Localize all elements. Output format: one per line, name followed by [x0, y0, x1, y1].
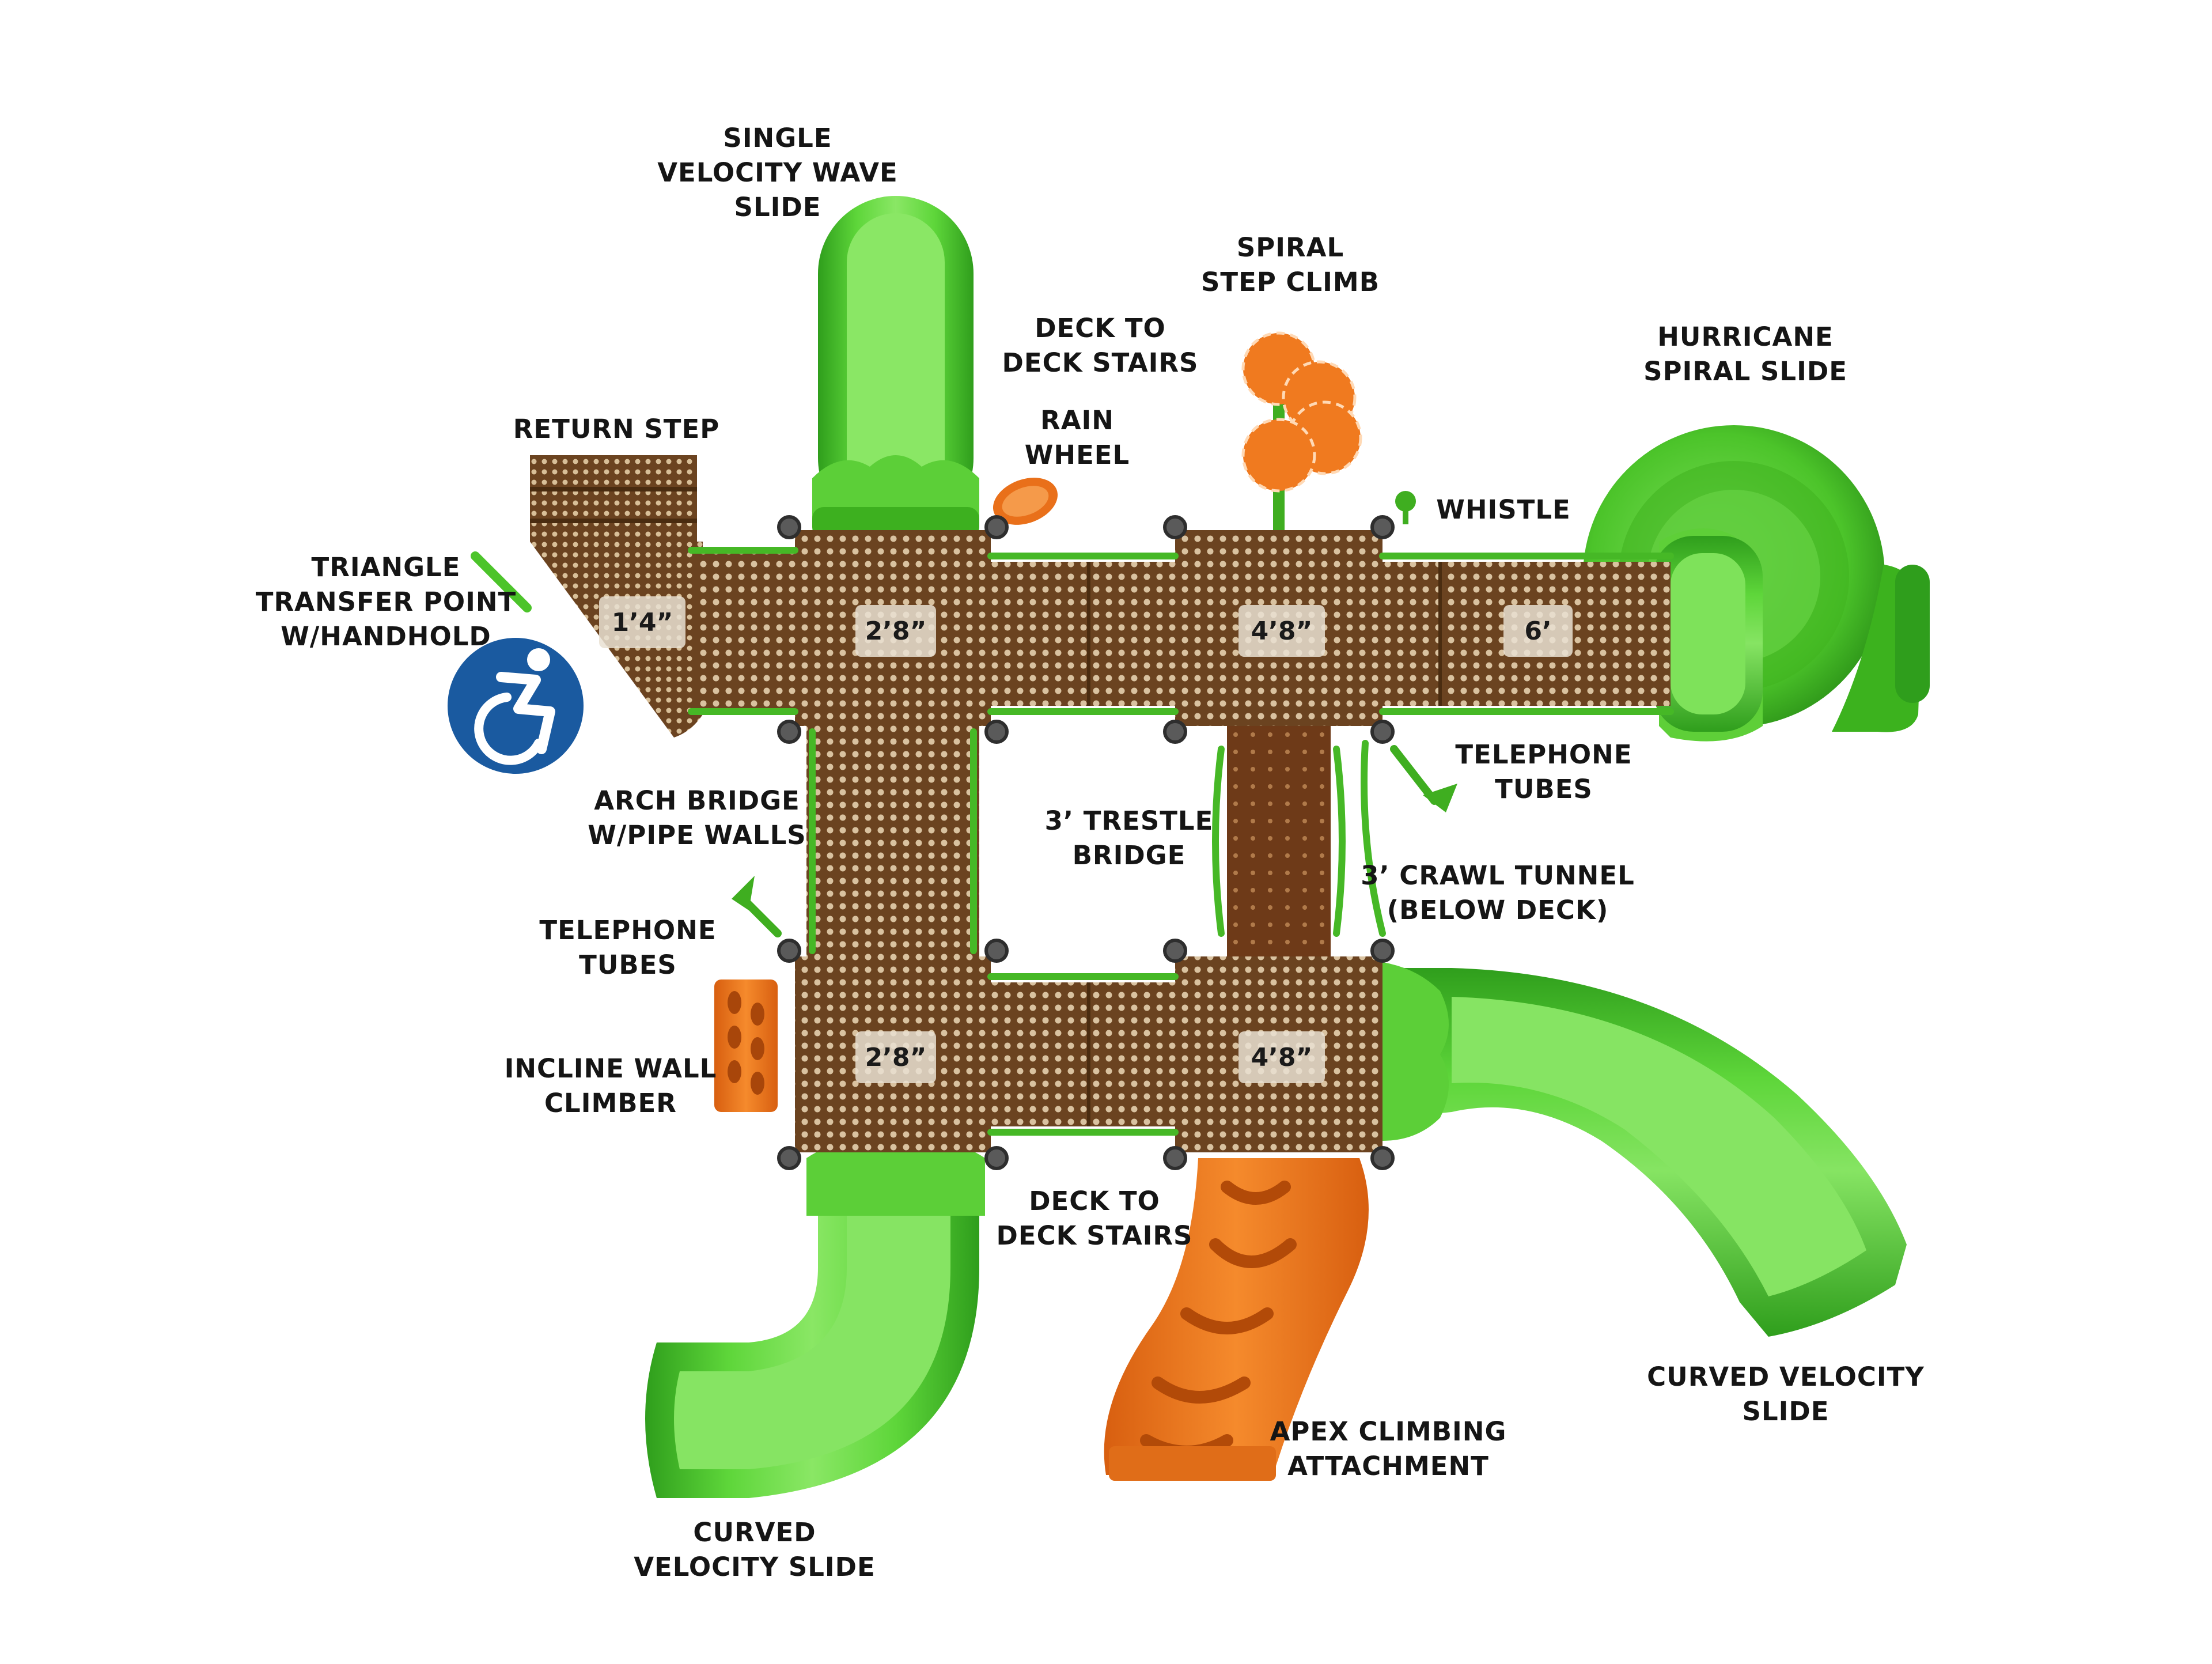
label-triangle-transfer-point: TRIANGLE TRANSFER POINT W/HANDHOLD [255, 552, 517, 652]
deck-to-deck-stairs-top [991, 562, 1175, 706]
whistle [1395, 491, 1416, 524]
height-tag-transfer: 1’4” [612, 608, 673, 637]
label-curved-velocity-slide-left: CURVED VELOCITY SLIDE [634, 1517, 876, 1582]
deck-to-deck-stairs-bottom [991, 982, 1175, 1126]
label-incline-wall-climber: INCLINE WALL CLIMBER [504, 1053, 717, 1118]
wheelchair-icon [448, 638, 584, 774]
curved-velocity-slide-left [645, 1141, 985, 1498]
label-curved-velocity-slide-right: CURVED VELOCITY SLIDE [1647, 1362, 1925, 1427]
label-crawl-tunnel: 3’ CRAWL TUNNEL (BELOW DECK) [1361, 860, 1635, 925]
label-deck-to-deck-stairs-top: DECK TO DECK STAIRS [1002, 313, 1199, 378]
rain-wheel [993, 478, 1058, 525]
trestle-bridge [1227, 726, 1331, 956]
entry-bridge [697, 550, 795, 712]
deck-layout: 2’8” 4’8” 6’ 2’8” 4’8” [688, 515, 1674, 1170]
height-tags: 2’8” 4’8” 6’ 2’8” 4’8” [855, 605, 1573, 1083]
spiral-step-climb [1241, 331, 1362, 530]
height-tag-bottom-right: 4’8” [1251, 1043, 1313, 1072]
height-tag-top-left: 2’8” [865, 617, 927, 646]
incline-wall-climber [714, 980, 778, 1112]
triangle-transfer-point: 1’4” [471, 542, 703, 738]
label-telephone-tubes-left: TELEPHONE TUBES [539, 915, 717, 980]
single-velocity-wave-slide [812, 196, 979, 539]
label-deck-to-deck-stairs-bottom: DECK TO DECK STAIRS [996, 1186, 1193, 1251]
label-telephone-tubes-right: TELEPHONE TUBES [1455, 739, 1633, 804]
label-whistle: WHISTLE [1436, 494, 1571, 525]
height-tag-bottom-left: 2’8” [865, 1043, 927, 1072]
label-apex-climbing-attachment: APEX CLIMBING ATTACHMENT [1270, 1416, 1507, 1481]
height-tag-bridge-right: 6’ [1524, 617, 1551, 646]
apex-climbing-attachment [1104, 1158, 1369, 1481]
height-tag-top-right: 4’8” [1251, 617, 1313, 646]
label-return-step: RETURN STEP [513, 414, 720, 444]
telephone-tubes-left [732, 876, 782, 937]
telephone-tubes-right [1390, 745, 1457, 812]
label-trestle-bridge: 3’ TRESTLE BRIDGE [1044, 805, 1214, 871]
label-spiral-step-climb: SPIRAL STEP CLIMB [1200, 232, 1380, 297]
label-single-velocity-wave-slide: SINGLE VELOCITY WAVE SLIDE [657, 123, 898, 222]
label-arch-bridge: ARCH BRIDGE W/PIPE WALLS [588, 785, 806, 850]
label-rain-wheel: RAIN WHEEL [1024, 405, 1130, 470]
curved-velocity-slide-right [1382, 962, 1907, 1337]
arch-bridge [806, 726, 979, 956]
return-step [530, 455, 697, 542]
label-hurricane-spiral-slide: HURRICANE SPIRAL SLIDE [1643, 322, 1847, 387]
